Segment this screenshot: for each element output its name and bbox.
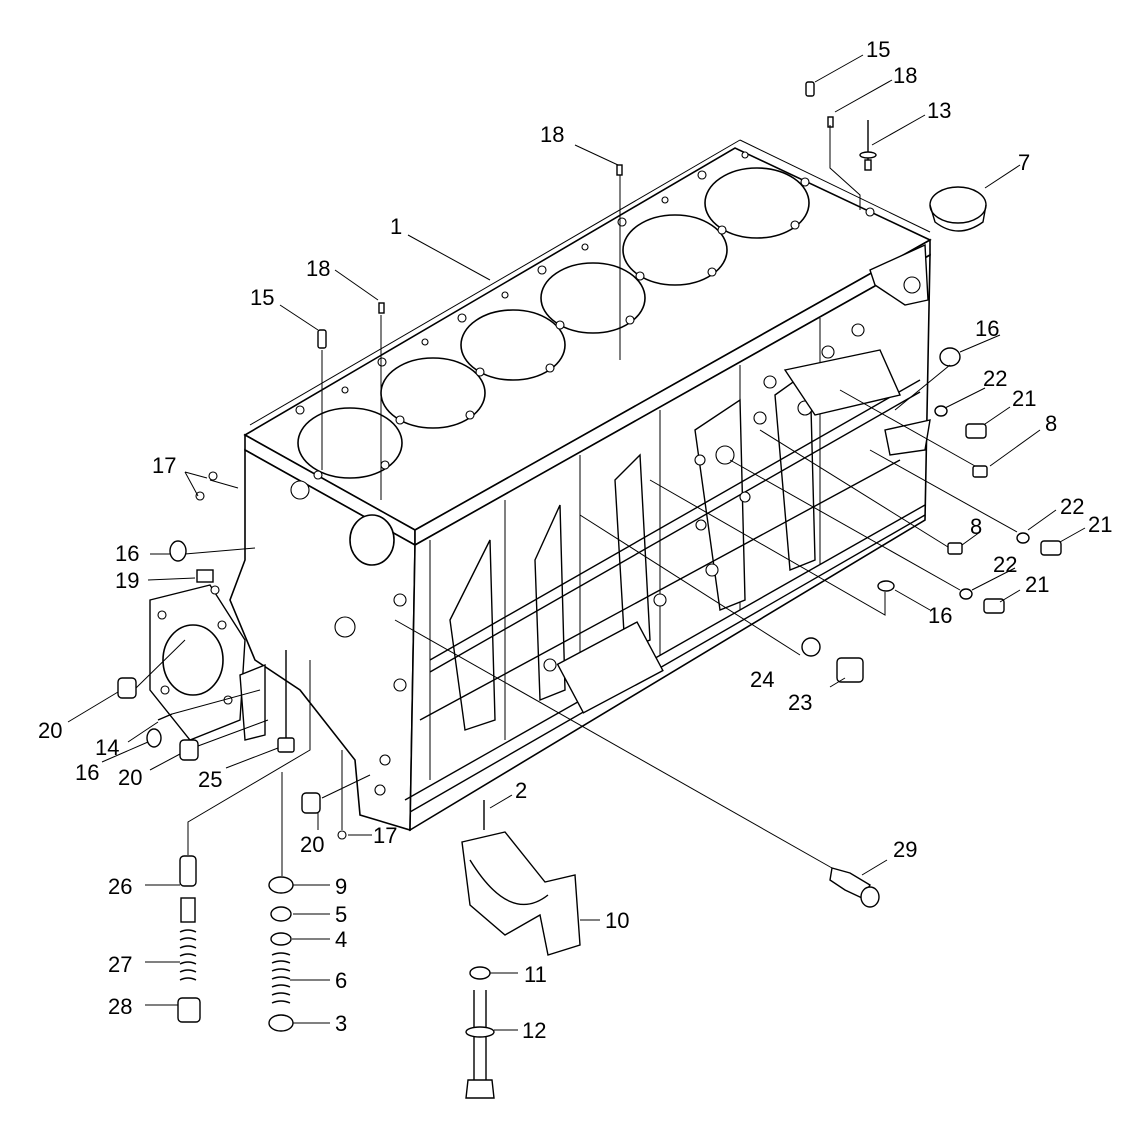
relief-valve-parts	[177, 855, 294, 1032]
callout-22b: 22	[1060, 494, 1084, 519]
callout-21a: 21	[1012, 386, 1036, 411]
callout-18a: 18	[893, 63, 917, 88]
callout-27: 27	[108, 952, 132, 977]
pin-18	[616, 164, 623, 176]
callout-17b: 17	[373, 823, 397, 848]
plug-9	[268, 876, 294, 894]
callout-15b: 15	[250, 285, 274, 310]
leader-lines	[67, 54, 1086, 1031]
front-plate	[149, 584, 266, 741]
valve-26	[179, 855, 197, 887]
plug-17	[195, 491, 205, 501]
cup-plug-16	[169, 540, 187, 562]
cup-plug-16	[939, 347, 961, 367]
callout-16d: 16	[928, 603, 952, 628]
callout-5: 5	[335, 902, 347, 927]
callout-8b: 8	[970, 514, 982, 539]
callout-4: 4	[335, 927, 347, 952]
plug-17	[208, 471, 218, 481]
dowel-pin-15	[317, 329, 327, 349]
callout-20b: 20	[118, 765, 142, 790]
screw-plug-19	[196, 569, 214, 583]
screw-plug-21	[1040, 540, 1062, 556]
head-bolt-holes	[295, 151, 875, 480]
washer-11	[469, 966, 491, 980]
pin-14	[157, 713, 173, 721]
callout-22c: 22	[993, 552, 1017, 577]
callout-25: 25	[198, 767, 222, 792]
pin-18	[378, 302, 385, 314]
callout-16c: 16	[75, 760, 99, 785]
ball-22	[934, 405, 948, 417]
callout-1: 1	[390, 214, 402, 239]
callout-13: 13	[927, 98, 951, 123]
bearing-sleeve-7	[929, 186, 987, 232]
spring-27	[179, 929, 197, 981]
callout-22a: 22	[983, 366, 1007, 391]
callout-21b: 21	[1088, 512, 1112, 537]
callout-18c: 18	[306, 256, 330, 281]
callout-18b: 18	[540, 122, 564, 147]
bushing-20	[179, 739, 199, 761]
callout-6: 6	[335, 968, 347, 993]
ball-22	[1016, 532, 1030, 544]
plug-8	[947, 542, 963, 555]
ball-24	[801, 637, 821, 657]
callout-26: 26	[108, 874, 132, 899]
callout-labels: 1 2 3 4 5 6 7 8 8 9 10 11 12 13 14 15 15…	[38, 37, 1112, 1043]
bearing-cap-10	[461, 831, 581, 956]
callout-20c: 20	[300, 832, 324, 857]
callout-23: 23	[788, 690, 812, 715]
o-ring-16	[877, 580, 895, 592]
parts	[117, 81, 1062, 908]
cup-plug-16	[146, 728, 162, 748]
callout-24: 24	[750, 667, 774, 692]
screw-plug-21	[965, 423, 987, 439]
screw-plug-23	[836, 657, 864, 683]
nozzle-25	[277, 737, 295, 753]
callout-9: 9	[335, 874, 347, 899]
spring-6	[271, 952, 291, 1004]
cylinder-block	[229, 139, 932, 832]
plug-28	[177, 997, 201, 1023]
screw-plug-21	[983, 598, 1005, 614]
valve-body-26	[180, 897, 196, 923]
ball-22	[959, 588, 973, 600]
washer-5	[270, 906, 292, 922]
callout-15a: 15	[866, 37, 890, 62]
stud-13	[859, 120, 877, 171]
bushing-20	[301, 792, 321, 814]
callout-14: 14	[95, 735, 119, 760]
callout-17a: 17	[152, 453, 176, 478]
callout-19: 19	[115, 568, 139, 593]
callout-3: 3	[335, 1011, 347, 1036]
callout-16b: 16	[975, 316, 999, 341]
callout-29: 29	[893, 837, 917, 862]
fitting-29	[829, 867, 880, 908]
callout-20a: 20	[38, 718, 62, 743]
main-bearing-cap	[461, 800, 581, 1099]
callout-16a: 16	[115, 541, 139, 566]
callout-2: 2	[515, 778, 527, 803]
callout-10: 10	[605, 908, 629, 933]
callout-7: 7	[1018, 150, 1030, 175]
plug-8	[972, 465, 988, 478]
dowel-pin-15	[805, 81, 815, 97]
cap-3	[268, 1014, 294, 1032]
callout-12: 12	[522, 1018, 546, 1043]
callout-8a: 8	[1045, 411, 1057, 436]
callout-11: 11	[524, 962, 547, 987]
bolt-12	[465, 990, 495, 1099]
callout-21c: 21	[1025, 572, 1049, 597]
bushing-20	[117, 677, 137, 699]
callout-28: 28	[108, 994, 132, 1019]
plug-17	[337, 830, 347, 840]
o-ring-4	[270, 932, 292, 946]
